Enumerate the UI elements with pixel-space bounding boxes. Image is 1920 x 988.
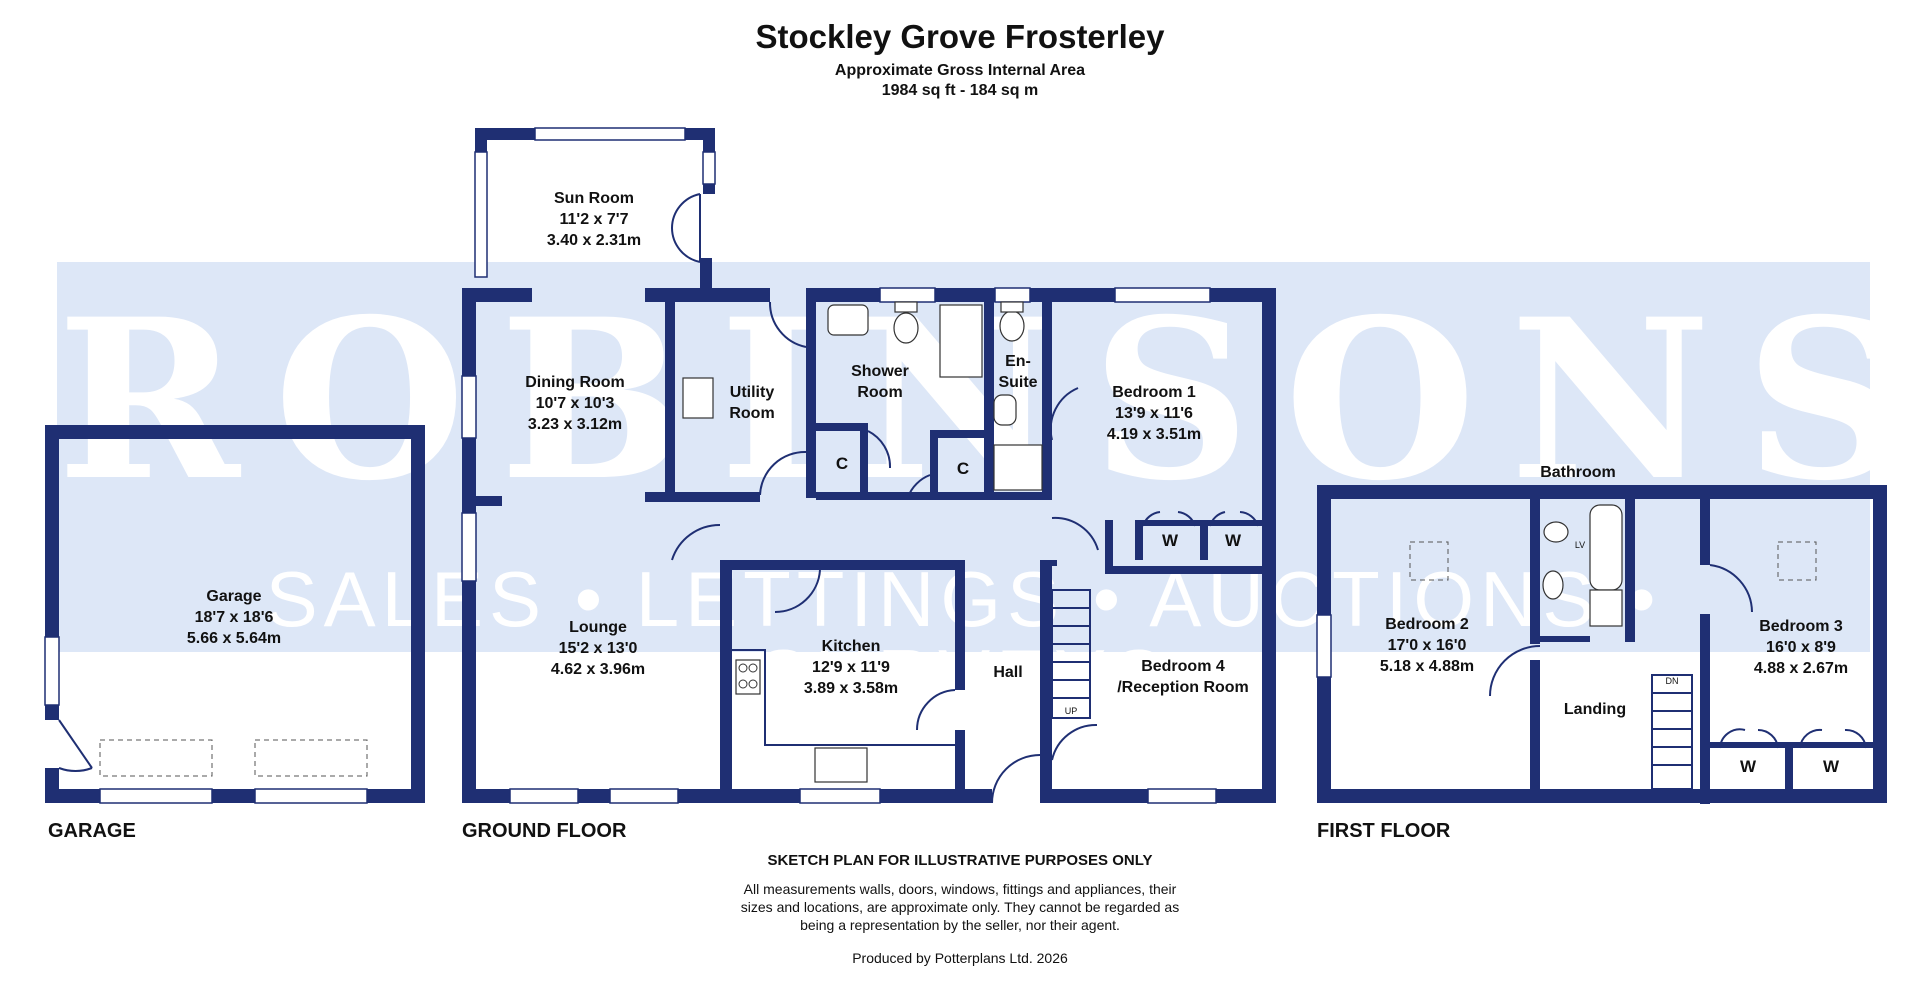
room-landing: Landing (1564, 699, 1626, 720)
page-title: Stockley Grove Frosterley (755, 18, 1165, 55)
page-subtitle: Approximate Gross Internal Area (834, 62, 1086, 79)
room-bedroom-4: Bedroom 4 /Reception Room (1117, 656, 1249, 698)
room-name: Utility (729, 384, 775, 401)
room-name: Bedroom 3 (1759, 618, 1843, 635)
room-name: Landing (1563, 701, 1627, 718)
disclaimer-text: All measurements walls, doors, windows, … (0, 880, 1920, 934)
room-imperial: 18'7 x 18'6 (194, 609, 274, 626)
room-imperial: 16'0 x 8'9 (1766, 639, 1836, 656)
floor-label-garage: GARAGE (48, 820, 136, 842)
room-name: Bathroom (1540, 464, 1616, 481)
room-name: Kitchen (821, 638, 881, 655)
room-name: Bedroom 1 (1112, 384, 1196, 401)
room-lounge: Lounge 15'2 x 13'0 4.62 x 3.96m (551, 617, 645, 680)
room-name: Shower (851, 363, 909, 380)
cupboard-mark: C (956, 459, 970, 478)
room-metric: 3.40 x 2.31m (546, 232, 642, 249)
room-imperial: 10'7 x 10'3 (535, 395, 615, 412)
room-kitchen: Kitchen 12'9 x 11'9 3.89 x 3.58m (804, 636, 898, 699)
disclaimer-line: being a representation by the seller, no… (800, 917, 1120, 933)
ground-floor-plan (461, 127, 1276, 804)
room-imperial: 11'2 x 7'7 (559, 211, 629, 228)
room-garage: Garage 18'7 x 18'6 5.66 x 5.64m (187, 586, 281, 649)
stairs-down-label: DN (1665, 676, 1679, 686)
room-metric: 5.66 x 5.64m (186, 630, 282, 647)
wardrobe-mark: W (1224, 531, 1242, 550)
room-bedroom-1: Bedroom 1 13'9 x 11'6 4.19 x 3.51m (1107, 382, 1201, 445)
wardrobe-mark: W (1161, 531, 1179, 550)
room-metric: 4.62 x 3.96m (550, 661, 646, 678)
room-name: Garage (206, 588, 262, 605)
room-dining-room: Dining Room 10'7 x 10'3 3.23 x 3.12m (525, 372, 625, 435)
disclaimer-line: All measurements walls, doors, windows, … (743, 881, 1177, 897)
room-name: En- (1005, 353, 1031, 370)
first-floor-plan (1316, 485, 1887, 804)
disclaimer-line: sizes and locations, are approximate onl… (740, 899, 1180, 915)
room-en-suite: En- Suite (998, 351, 1037, 393)
garage-plan (44, 425, 425, 804)
cupboard-mark: C (835, 454, 849, 473)
room-name: Bedroom 2 (1385, 616, 1469, 633)
floor-label-ground: GROUND FLOOR (462, 820, 627, 842)
room-metric: 3.23 x 3.12m (527, 416, 623, 433)
room-name-line2: Room (857, 384, 903, 401)
room-bedroom-2: Bedroom 2 17'0 x 16'0 5.18 x 4.88m (1380, 614, 1474, 677)
room-name-line2: /Reception Room (1117, 679, 1249, 696)
room-name: Lounge (569, 619, 627, 636)
room-name-line2: Suite (998, 374, 1038, 391)
room-metric: 4.19 x 3.51m (1106, 426, 1202, 443)
room-bedroom-3: Bedroom 3 16'0 x 8'9 4.88 x 2.67m (1754, 616, 1848, 679)
room-name-line2: Room (729, 405, 775, 422)
room-imperial: 15'2 x 13'0 (558, 640, 638, 657)
room-name: Dining Room (525, 374, 625, 391)
room-imperial: 12'9 x 11'9 (812, 659, 890, 676)
room-utility: Utility Room (729, 382, 774, 424)
room-metric: 5.18 x 4.88m (1379, 658, 1475, 675)
room-name: Hall (993, 664, 1023, 681)
wardrobe-mark: W (1822, 757, 1840, 776)
gross-area: 1984 sq ft - 184 sq m (881, 82, 1039, 99)
room-name: Bedroom 4 (1141, 658, 1225, 675)
stairs-up-label: UP (1064, 706, 1078, 716)
room-metric: 4.88 x 2.67m (1753, 660, 1849, 677)
basin-label: LV (1574, 540, 1586, 550)
floor-label-first: FIRST FLOOR (1317, 820, 1451, 842)
room-imperial: 17'0 x 16'0 (1387, 637, 1467, 654)
room-imperial: 13'9 x 11'6 (1115, 405, 1193, 422)
room-bathroom: Bathroom (1540, 462, 1616, 483)
wardrobe-mark: W (1739, 757, 1757, 776)
disclaimer-title: SKETCH PLAN FOR ILLUSTRATIVE PURPOSES ON… (767, 852, 1153, 869)
room-shower-room: Shower Room (851, 361, 909, 403)
room-sun-room: Sun Room 11'2 x 7'7 3.40 x 2.31m (547, 188, 641, 251)
produced-by: Produced by Potterplans Ltd. 2026 (852, 950, 1068, 966)
room-hall: Hall (993, 662, 1022, 683)
room-name: Sun Room (553, 190, 634, 207)
room-metric: 3.89 x 3.58m (803, 680, 899, 697)
